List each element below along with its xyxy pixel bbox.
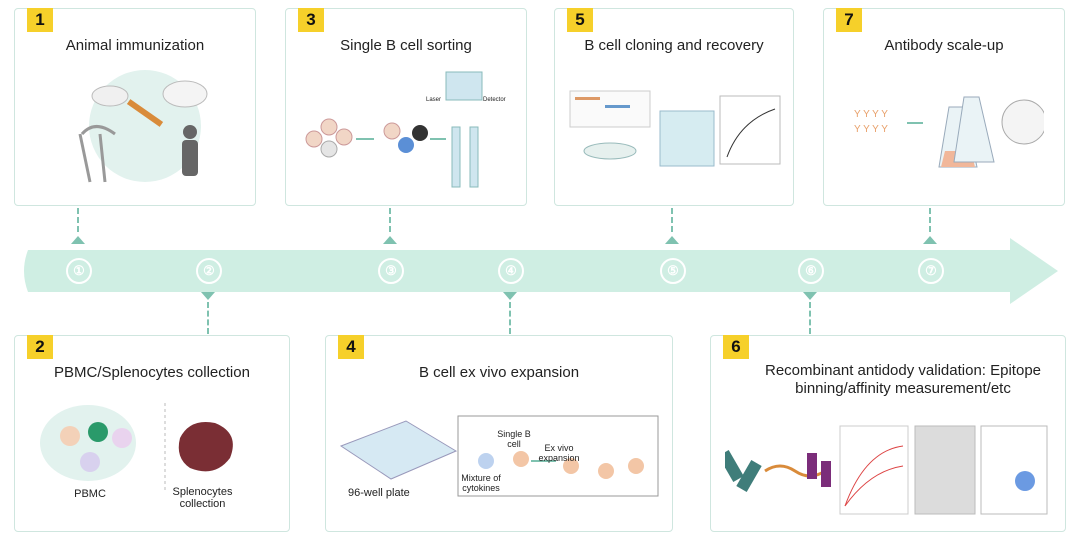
step-badge-1: 1 <box>27 8 53 32</box>
connector-5 <box>671 208 673 232</box>
step-card-4: 4 B cell ex vivo expansion 96-well plate… <box>325 335 673 532</box>
step-badge-4: 4 <box>338 335 364 359</box>
step-title-7: Antibody scale-up <box>884 37 1004 54</box>
pbmc-caption: PBMC <box>74 488 106 500</box>
step-card-6: 6 Recombinant antidody validation: Epito… <box>710 335 1066 532</box>
connector-7 <box>929 208 931 232</box>
connector-arrow-2 <box>201 292 215 300</box>
step-title-6: Recombinant antidody validation: Epitope… <box>764 362 1041 397</box>
timeline-step-1: ① <box>66 258 92 284</box>
step-card-1: 1 Animal immunization <box>14 8 256 206</box>
connector-3 <box>389 208 391 232</box>
validation-illustration <box>725 425 1048 515</box>
timeline-step-7: ⑦ <box>918 258 944 284</box>
expansion-illustration <box>339 415 659 497</box>
step-badge-3: 3 <box>298 8 324 32</box>
svg-text:Y Y Y Y: Y Y Y Y <box>854 109 888 120</box>
step-badge-7: 7 <box>836 8 862 32</box>
connector-2 <box>207 302 209 334</box>
step-title-1: Animal immunization <box>65 37 205 54</box>
step-title-2: PBMC/Splenocytes collection <box>54 364 250 381</box>
step-title-3: Single B cell sorting <box>340 37 472 54</box>
mixture-caption: Mixture of cytokines <box>461 473 501 493</box>
timeline-step-5: ⑤ <box>660 258 686 284</box>
step-badge-2: 2 <box>27 335 53 359</box>
detector-label: Detector <box>483 97 506 103</box>
connector-arrow-3 <box>383 236 397 244</box>
timeline-step-2: ② <box>196 258 222 284</box>
step-card-7: 7 Antibody scale-up Y Y Y Y Y Y Y Y <box>823 8 1065 206</box>
timeline-step-6: ⑥ <box>798 258 824 284</box>
step-title-4: B cell ex vivo expansion <box>418 364 580 381</box>
step-title-5: B cell cloning and recovery <box>584 37 764 54</box>
connector-1 <box>77 208 79 232</box>
connector-arrow-6 <box>803 292 817 300</box>
connector-4 <box>509 302 511 334</box>
sorting-illustration <box>305 71 483 188</box>
step-badge-5: 5 <box>567 8 593 32</box>
plate-caption: 96-well plate <box>348 487 410 499</box>
step-card-3: 3 Single B cell sorting Laser Detector <box>285 8 527 206</box>
exvivo-caption: Ex vivo expansion <box>538 443 580 463</box>
connector-arrow-7 <box>923 236 937 244</box>
step-card-2: 2 PBMC/Splenocytes collection PBMC Splen… <box>14 335 290 532</box>
connector-arrow-5 <box>665 236 679 244</box>
step-badge-6: 6 <box>723 335 749 359</box>
splenocytes-caption: Splenocytes collection <box>172 486 233 510</box>
connector-arrow-1 <box>71 236 85 244</box>
connector-6 <box>809 302 811 334</box>
timeline-step-4: ④ <box>498 258 524 284</box>
step-card-5: 5 B cell cloning and recovery <box>554 8 794 206</box>
timeline-step-3: ③ <box>378 258 404 284</box>
laser-label: Laser <box>426 97 442 103</box>
pbmc-illustration <box>40 403 233 493</box>
connector-arrow-4 <box>503 292 517 300</box>
single-cell-caption: Single B cell <box>497 429 531 449</box>
scaleup-illustration: Y Y Y Y Y Y Y Y <box>854 96 1044 168</box>
cloning-illustration <box>569 90 781 167</box>
svg-text:Y Y Y Y: Y Y Y Y <box>854 124 888 135</box>
immunization-illustration <box>78 70 208 183</box>
